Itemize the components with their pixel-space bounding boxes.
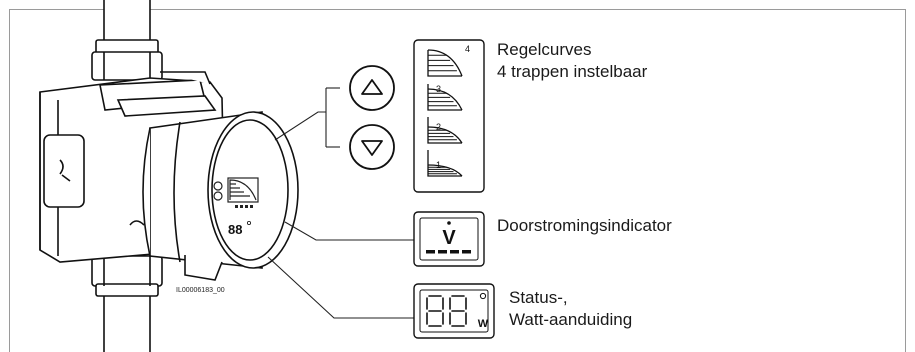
curve-step-icon: 2	[427, 117, 463, 144]
curve-step-number: 4	[465, 44, 470, 54]
status-label-line1: Status-,	[509, 288, 568, 307]
flow-indicator-box: V	[413, 211, 485, 267]
status-degree-icon	[479, 292, 487, 300]
flow-dashes	[426, 250, 471, 254]
status-label-line2: Watt-aanduiding	[509, 310, 633, 329]
curve-step-icon: 3	[427, 84, 463, 111]
flow-symbol: V	[442, 227, 456, 249]
callout-lines	[267, 87, 414, 319]
pump-display	[213, 177, 259, 208]
down-button[interactable]	[349, 124, 395, 170]
curve-panel	[413, 39, 485, 193]
pump-motor	[142, 111, 299, 281]
regelcurves-title: Regelcurves	[497, 40, 592, 59]
flow-indicator-label: Doorstromingsindicator	[497, 216, 672, 235]
status-display-box: W	[413, 283, 495, 339]
pump-display-value: 88	[228, 222, 242, 237]
status-unit: W	[478, 318, 489, 330]
figure-frame	[9, 9, 906, 352]
up-button[interactable]	[349, 65, 395, 111]
curve-step-number: 3	[436, 84, 441, 94]
flow-dot	[447, 221, 451, 225]
curve-icons: 4 3 2 1	[427, 44, 470, 177]
curve-step-number: 2	[436, 122, 441, 132]
triangle-up-icon	[361, 79, 383, 95]
image-reference: IL00006183_00	[176, 287, 225, 294]
seven-segment-digits	[426, 295, 467, 327]
regelcurves-subtitle: 4 trappen instelbaar	[497, 62, 648, 81]
triangle-down-icon	[361, 140, 383, 156]
pipe	[91, 0, 163, 352]
curve-step-number: 1	[436, 160, 441, 170]
curve-step-icon: 1	[427, 150, 463, 177]
curve-step-icon: 4	[427, 44, 470, 77]
degree-dot	[246, 220, 251, 225]
